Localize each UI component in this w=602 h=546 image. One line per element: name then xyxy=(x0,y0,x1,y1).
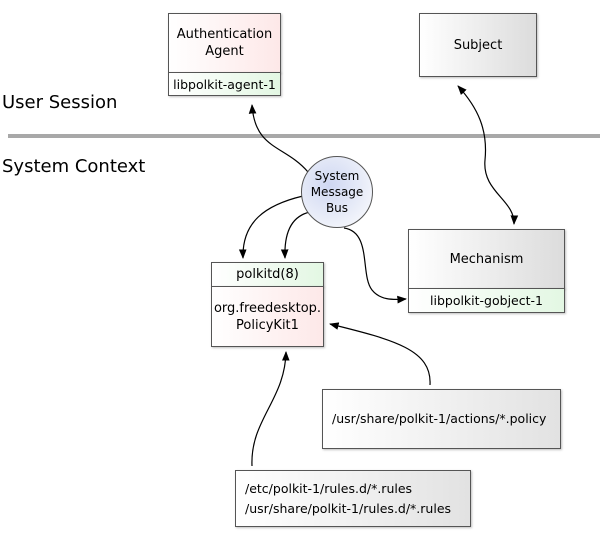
connector-subject-mechanism xyxy=(457,85,519,225)
connector-bus-polkitd-right xyxy=(280,211,311,259)
libpolkit-gobject-box: libpolkit-gobject-1 xyxy=(408,288,565,313)
actions-policy-box: /usr/share/polkit-1/actions/*.policy xyxy=(322,389,561,449)
policykit-service-box: org.freedesktop. PolicyKit1 xyxy=(211,286,324,347)
rules-path-etc: /etc/polkit-1/rules.d/*.rules xyxy=(245,480,413,496)
polkitd-header-box: polkitd(8) xyxy=(211,262,324,287)
rules-box: /etc/polkit-1/rules.d/*.rules /usr/share… xyxy=(235,470,471,527)
connector-bus-mechanism xyxy=(343,227,407,304)
subject-box: Subject xyxy=(419,13,537,77)
connector-actions-polkitd xyxy=(329,322,431,386)
mechanism-box: Mechanism xyxy=(408,229,565,289)
authentication-agent-box: Authentication Agent xyxy=(168,13,281,73)
system-context-label: System Context xyxy=(2,156,146,177)
system-message-bus: System Message Bus xyxy=(301,156,373,228)
rules-path-usr: /usr/share/polkit-1/rules.d/*.rules xyxy=(245,500,452,516)
actions-policy-path: /usr/share/polkit-1/actions/*.policy xyxy=(332,411,547,426)
connector-rules-polkitd xyxy=(251,351,290,467)
user-session-label: User Session xyxy=(2,92,118,113)
libpolkit-agent-box: libpolkit-agent-1 xyxy=(168,72,281,96)
connector-bus-polkitd-left xyxy=(238,195,304,259)
connector-agent-bus xyxy=(248,104,309,173)
